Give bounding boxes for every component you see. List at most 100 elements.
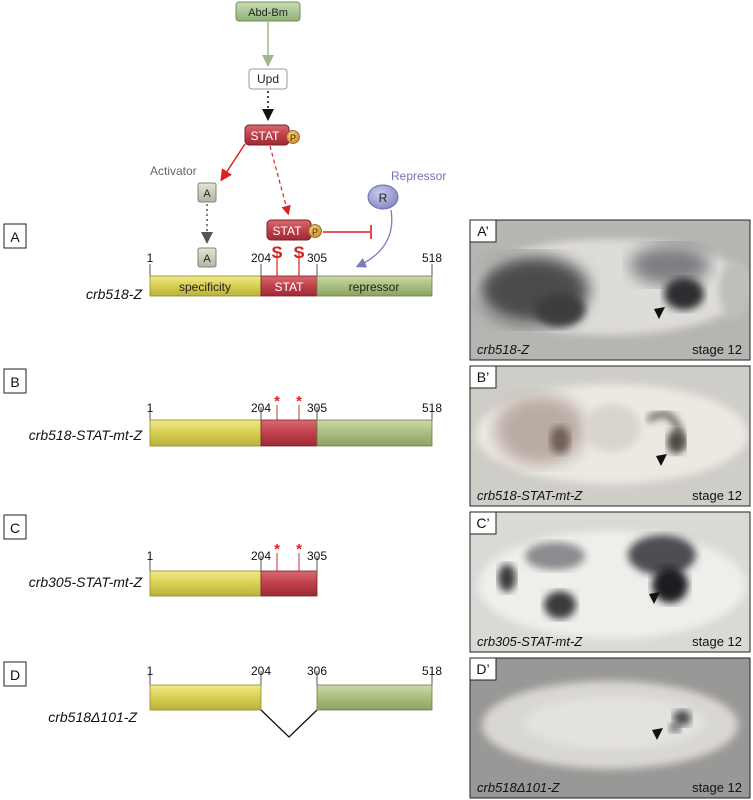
phospho-top bbox=[286, 130, 300, 144]
mut-b-2-star: * bbox=[296, 393, 302, 410]
panel-d-letter: D bbox=[10, 667, 20, 683]
phospho-bound-label: P bbox=[312, 227, 318, 237]
image-a-prime-caption: crb518-Z bbox=[477, 342, 530, 357]
panel-a-prime-box bbox=[469, 219, 497, 243]
image-panel-a-prime: A’ crb518-Z stage 12 bbox=[469, 219, 751, 361]
embryo-d-prime bbox=[482, 681, 738, 769]
panel-c-letter: C bbox=[10, 520, 20, 536]
deletion-junction bbox=[260, 709, 318, 738]
arrowhead-d-prime bbox=[652, 728, 663, 740]
abd-bm-box bbox=[235, 1, 301, 22]
embryo-c-prime bbox=[478, 531, 746, 639]
activator-box-bound bbox=[197, 247, 217, 268]
pos-b-204: 204 bbox=[251, 401, 271, 415]
segment-c-specificity bbox=[149, 570, 262, 597]
construct-c: C crb305-STAT-mt-Z 1 204 305 * * bbox=[3, 514, 327, 597]
activator-label: Activator bbox=[150, 164, 197, 178]
image-panel-d-prime: D’ crb518Δ101-Z stage 12 bbox=[469, 657, 751, 799]
pos-d-1: 1 bbox=[147, 664, 154, 678]
arrow-stat-to-activator bbox=[220, 143, 246, 182]
panel-d-prime-letter: D’ bbox=[476, 661, 489, 677]
stat-label-top: STAT bbox=[251, 129, 281, 143]
pos-c-305: 305 bbox=[307, 549, 327, 563]
segment-c-stat bbox=[260, 570, 318, 597]
phospho-bound bbox=[308, 224, 322, 238]
construct-c-name: crb305-STAT-mt-Z bbox=[29, 574, 143, 590]
segment-a-stat-label: STAT bbox=[275, 280, 305, 294]
segment-b-repressor bbox=[316, 419, 433, 447]
construct-b-name: crb518-STAT-mt-Z bbox=[29, 427, 143, 443]
image-panel-b-prime: B’ crb518-STAT-mt-Z stage 12 bbox=[469, 365, 751, 507]
image-d-prime-caption: crb518Δ101-Z bbox=[477, 780, 560, 795]
embryo-b-prime bbox=[476, 384, 748, 484]
activator-box-top bbox=[197, 182, 217, 203]
segment-d-specificity bbox=[149, 684, 262, 711]
pos-a-518: 518 bbox=[422, 251, 442, 265]
mut-c-1-star: * bbox=[274, 541, 280, 558]
pos-a-305: 305 bbox=[307, 251, 327, 265]
image-b-prime-caption: crb518-STAT-mt-Z bbox=[477, 488, 583, 503]
upd-label: Upd bbox=[257, 72, 279, 86]
pos-a-204: 204 bbox=[251, 251, 271, 265]
mut-c-2-star: * bbox=[296, 541, 302, 558]
abd-bm-label: Abd-Bm bbox=[248, 7, 288, 19]
image-b-prime-stage: stage 12 bbox=[692, 488, 742, 503]
image-d-prime-stage: stage 12 bbox=[692, 780, 742, 795]
segment-b-stat bbox=[260, 419, 318, 447]
construct-d-name: crb518Δ101-Z bbox=[48, 709, 137, 725]
stat-site-1-letter: S bbox=[271, 243, 282, 262]
image-a-prime-stage: stage 12 bbox=[692, 342, 742, 357]
arrow-stat-to-dna bbox=[269, 145, 291, 216]
activator-box-top-label: A bbox=[203, 188, 211, 200]
panel-c-prime-letter: C’ bbox=[476, 515, 489, 531]
pos-a-1: 1 bbox=[147, 251, 154, 265]
panel-d-box bbox=[3, 661, 27, 687]
repressor-node bbox=[367, 184, 399, 210]
pos-d-306: 306 bbox=[307, 664, 327, 678]
pos-c-204: 204 bbox=[251, 549, 271, 563]
segment-d-repressor bbox=[316, 684, 433, 711]
pos-d-518: 518 bbox=[422, 664, 442, 678]
stat-site-2-letter: S bbox=[293, 243, 304, 262]
segment-a-repressor-label: repressor bbox=[349, 280, 400, 294]
image-c-prime-stage: stage 12 bbox=[692, 634, 742, 649]
repressor-label: Repressor bbox=[391, 169, 446, 183]
pos-b-305: 305 bbox=[307, 401, 327, 415]
panel-a-letter: A bbox=[10, 229, 20, 245]
construct-a: A crb518-Z 1 204 305 518 specificity STA… bbox=[3, 223, 442, 302]
panel-a-box bbox=[3, 223, 27, 249]
repressor-node-label: R bbox=[379, 191, 388, 205]
segment-a-specificity-label: specificity bbox=[179, 280, 231, 294]
image-b-prime-border bbox=[469, 365, 751, 507]
segment-a-repressor bbox=[316, 275, 433, 297]
arrowhead-b-prime bbox=[656, 454, 667, 466]
panel-a-prime-letter: A’ bbox=[477, 223, 488, 239]
image-d-prime-border bbox=[469, 657, 751, 799]
pos-c-1: 1 bbox=[147, 549, 154, 563]
construct-a-name: crb518-Z bbox=[86, 286, 142, 302]
panel-c-prime-box bbox=[469, 511, 497, 535]
pos-b-1: 1 bbox=[147, 401, 154, 415]
upd-box bbox=[248, 68, 288, 90]
construct-b: B crb518-STAT-mt-Z 1 204 305 518 * * bbox=[3, 368, 442, 447]
panel-b-box bbox=[3, 368, 27, 394]
pathway: Abd-Bm Upd STAT P Activator A A STAT P R… bbox=[150, 1, 446, 276]
construct-d: D crb518Δ101-Z 1 204 306 518 bbox=[3, 661, 442, 738]
image-a-prime-border bbox=[469, 219, 751, 361]
activator-box-bound-label: A bbox=[203, 253, 211, 265]
arrowhead-c-prime bbox=[649, 592, 660, 604]
pos-d-204: 204 bbox=[251, 664, 271, 678]
panel-c-box bbox=[3, 514, 27, 540]
image-panel-c-prime: C’ crb305-STAT-mt-Z stage 12 bbox=[469, 511, 751, 653]
panel-d-prime-box bbox=[469, 657, 497, 681]
arrowhead-a-prime bbox=[654, 307, 665, 319]
panel-b-letter: B bbox=[10, 374, 19, 390]
embryo-a-prime bbox=[472, 239, 750, 335]
panel-b-prime-letter: B’ bbox=[477, 369, 489, 385]
stat-label-bound: STAT bbox=[273, 224, 303, 238]
segment-b-specificity bbox=[149, 419, 262, 447]
mut-b-1-star: * bbox=[274, 393, 280, 410]
image-c-prime-caption: crb305-STAT-mt-Z bbox=[477, 634, 583, 649]
arrow-repressor-to-dna bbox=[355, 209, 393, 268]
